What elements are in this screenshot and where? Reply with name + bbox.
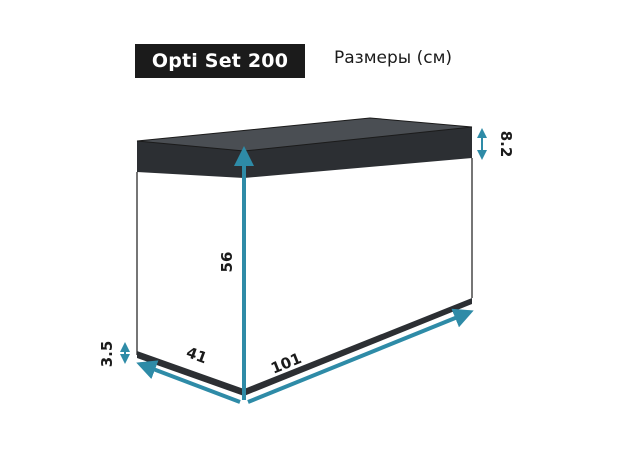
depth-label: 41 — [184, 343, 210, 367]
height-label: 56 — [218, 252, 236, 273]
aquarium-lid — [136, 117, 473, 178]
width-arrow — [247, 308, 474, 404]
lid-height-label: 8.2 — [497, 131, 515, 158]
base-height-label: 3.5 — [98, 341, 116, 368]
dimensions-caption: Размеры (см) — [334, 48, 453, 68]
product-title-badge: Opti Set 200 — [135, 44, 305, 78]
product-name: Opti Set 200 — [151, 50, 289, 72]
depth-arrow — [136, 360, 241, 404]
aquarium-base — [137, 298, 472, 396]
